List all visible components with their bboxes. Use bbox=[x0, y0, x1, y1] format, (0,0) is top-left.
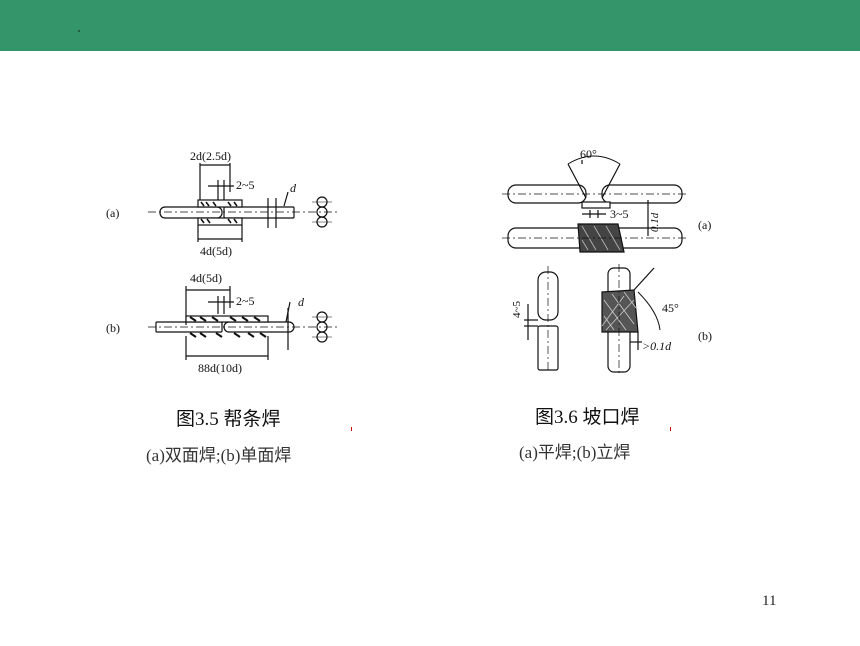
dim-bottom-a: 4d(5d) bbox=[200, 244, 232, 258]
dim-gap-a: 2~5 bbox=[236, 178, 255, 192]
caption-mark-right bbox=[670, 427, 671, 431]
groove-weld-diagram: 60° 3~5 0.1d (a) 4~5 45° >0.1d (b) bbox=[502, 147, 712, 376]
part-a-label: (a) bbox=[106, 206, 119, 220]
part-b-label: (b) bbox=[106, 321, 120, 335]
dim-gap-b: 2~5 bbox=[236, 294, 255, 308]
splice-weld-diagram: (a) 2d(2.5d) 2~5 d 4d(5d) (b) 4d(5d) 2~5… bbox=[106, 149, 340, 375]
header-bar bbox=[0, 0, 860, 51]
part-b-label-right: (b) bbox=[698, 329, 712, 343]
dim-d-a: d bbox=[290, 181, 297, 195]
subcaption-right: (a)平焊;(b)立焊 bbox=[519, 443, 631, 462]
part-a-label-right: (a) bbox=[698, 218, 711, 232]
thickness-a: 0.1d bbox=[649, 212, 661, 232]
caption-left: 图3.5 帮条焊 bbox=[176, 409, 281, 430]
header-dot bbox=[78, 30, 80, 32]
dim-top-a: 2d(2.5d) bbox=[190, 149, 231, 163]
figure-groove-weld: 60° 3~5 0.1d (a) 4~5 45° >0.1d (b) bbox=[498, 140, 738, 380]
figure-splice-bar-weld: (a) 2d(2.5d) 2~5 d 4d(5d) (b) 4d(5d) 2~5… bbox=[100, 140, 350, 380]
subcaption-left: (a)双面焊;(b)单面焊 bbox=[146, 446, 292, 465]
caption-right: 图3.6 坡口焊 bbox=[535, 407, 640, 428]
angle-a: 60° bbox=[580, 147, 597, 161]
thickness-b: >0.1d bbox=[642, 339, 672, 353]
angle-b: 45° bbox=[662, 301, 679, 315]
page-number: 11 bbox=[762, 593, 777, 609]
caption-mark-left bbox=[351, 427, 352, 431]
gap-b: 4~5 bbox=[511, 301, 523, 318]
gap-a: 3~5 bbox=[610, 207, 629, 221]
dim-d-b: d bbox=[298, 295, 305, 309]
dim-bottom-b: 88d(10d) bbox=[198, 361, 242, 375]
dim-top-b: 4d(5d) bbox=[190, 271, 222, 285]
